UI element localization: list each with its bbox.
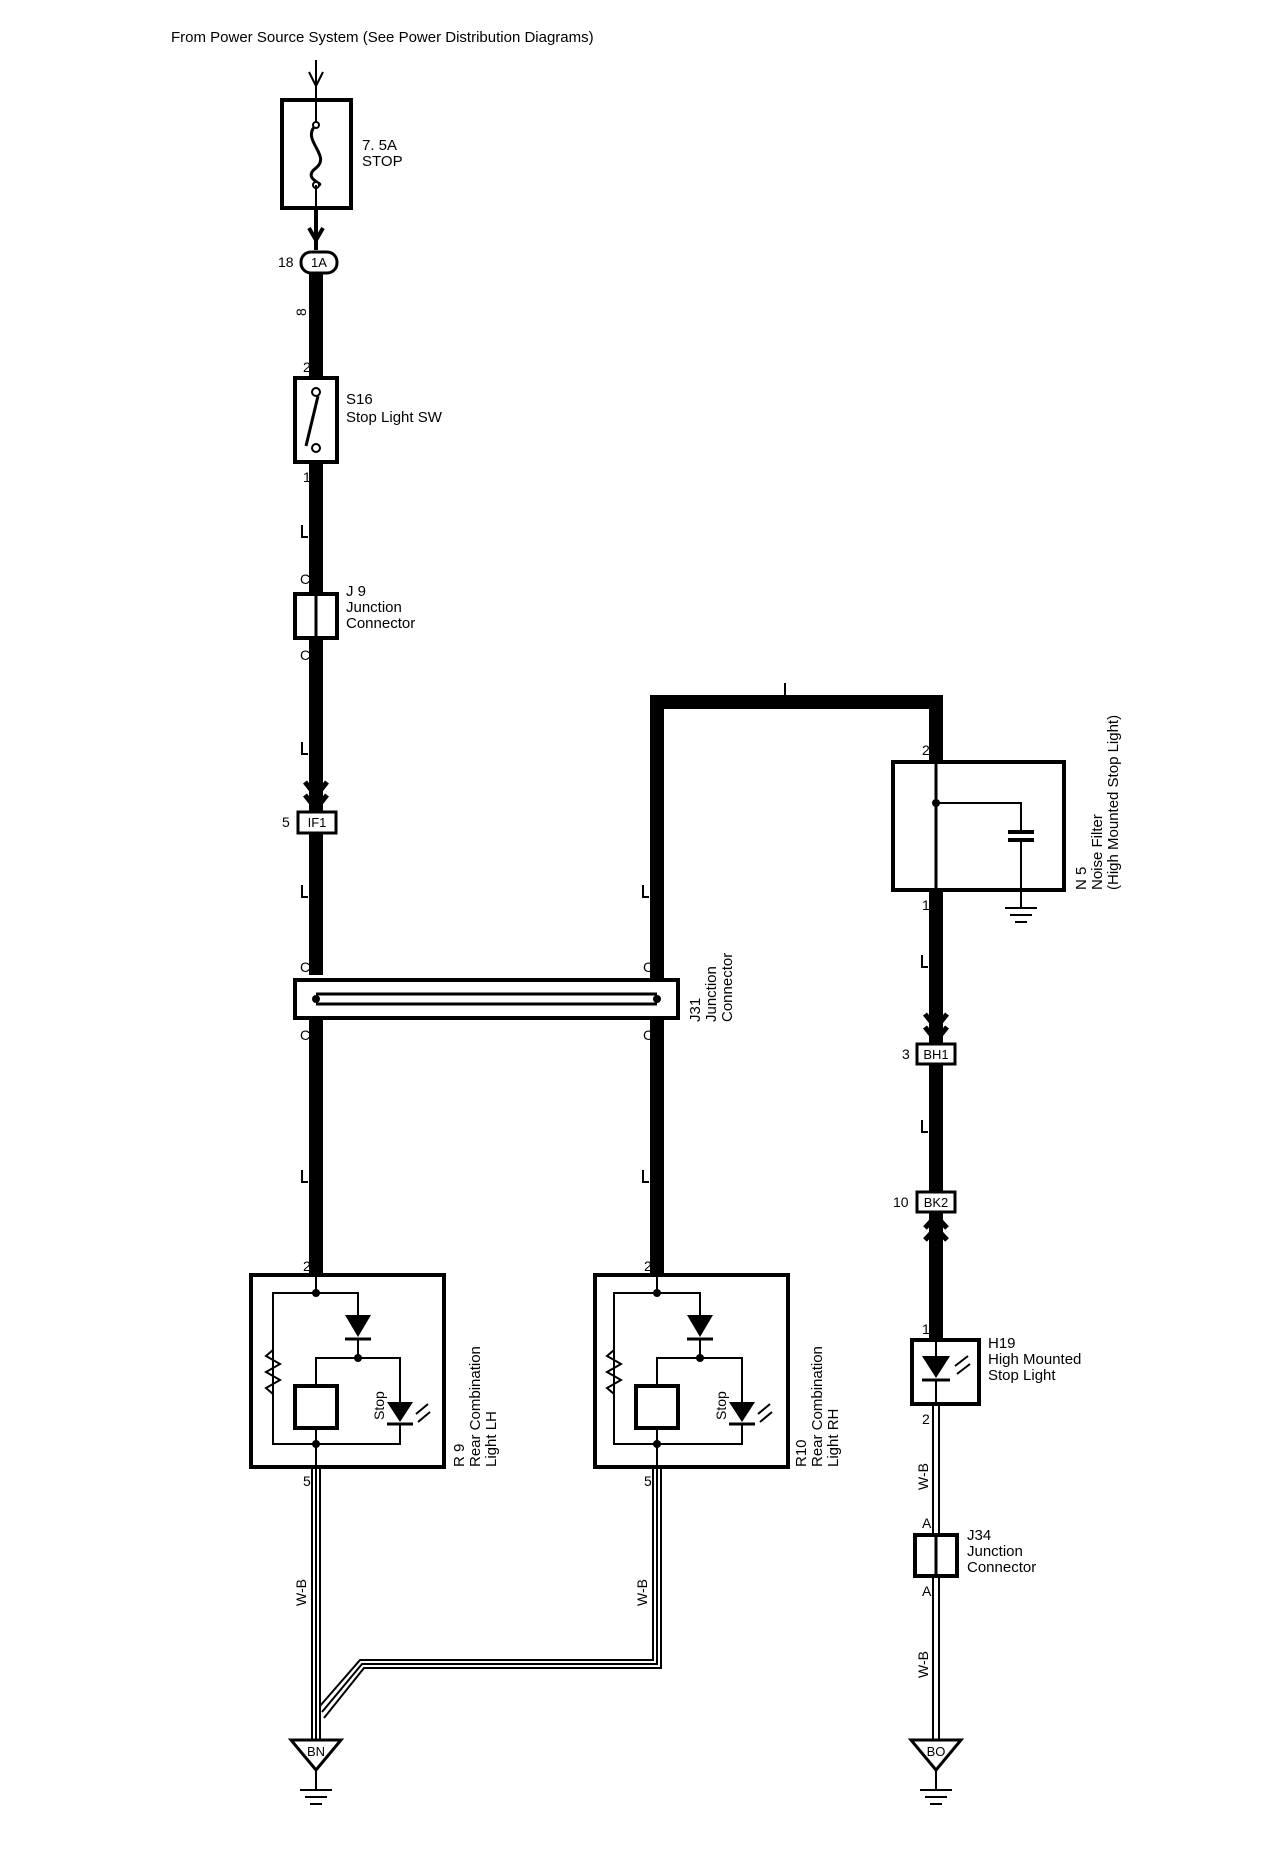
j9-line1: Junction <box>346 599 402 616</box>
j9-pin-bottom: C <box>300 647 310 663</box>
j9-id: J 9 <box>346 583 366 600</box>
connector-1a-code: 1A <box>311 255 327 270</box>
connector-if1-pin: 5 <box>282 814 290 830</box>
l-marks-left <box>301 525 308 1183</box>
fuse-stop <box>280 98 353 210</box>
l-marks-middle <box>642 885 649 1183</box>
fuse-rating: 7. 5A <box>362 137 397 154</box>
junction-connector-j34 <box>913 1533 959 1578</box>
connector-bk2: BK2 <box>915 1190 957 1214</box>
junction-connector-j9 <box>293 592 339 640</box>
rh-pin-in: 2 <box>644 1258 652 1274</box>
j9-line2: Connector <box>346 615 415 632</box>
filter-line1: Noise Filter <box>1089 814 1106 890</box>
junction-connector-j31 <box>293 978 680 1020</box>
arrow-bh1 <box>923 1012 949 1046</box>
j31-line1: Junction <box>703 966 720 1022</box>
wire-color-hm: W-B <box>915 1463 931 1490</box>
stop-light-switch <box>293 376 339 464</box>
j31-id: J31 <box>687 998 704 1022</box>
j34-id: J34 <box>967 1527 991 1544</box>
l-marks-right <box>921 955 928 1133</box>
arrow-bk2 <box>923 1212 949 1242</box>
j31-pin-left-top: C <box>300 959 310 975</box>
j31-pin-left-bottom: C <box>300 1027 310 1043</box>
connector-bk2-code: BK2 <box>924 1195 949 1210</box>
rh-pin-out: 5 <box>644 1473 652 1489</box>
connector-bh1-code: BH1 <box>923 1047 948 1062</box>
j31-line2: Connector <box>719 953 736 1022</box>
hm-pin-out: 2 <box>922 1411 930 1427</box>
sw-pin-in: 2 <box>303 359 311 375</box>
sw-name: Stop Light SW <box>346 409 443 426</box>
ground-bo: BO <box>907 1738 965 1805</box>
high-mounted-stop-light <box>910 1338 981 1406</box>
rh-line1: Rear Combination <box>809 1346 826 1467</box>
rh-line2: Light RH <box>825 1409 842 1467</box>
ground-bo-label: BO <box>927 1744 946 1759</box>
source-note: From Power Source System (See Power Dist… <box>171 29 594 46</box>
hm-line2: Stop Light <box>988 1367 1056 1384</box>
lh-line1: Rear Combination <box>467 1346 484 1467</box>
sw-pin-out: 1 <box>303 469 311 485</box>
wire-color-j34: W-B <box>915 1651 931 1678</box>
connector-1a-pin: 18 <box>278 254 294 270</box>
lh-id: R 9 <box>451 1444 468 1467</box>
connector-bh1: BH1 <box>915 1042 957 1066</box>
hm-line1: High Mounted <box>988 1351 1081 1368</box>
ground-wire-left <box>311 1467 662 1740</box>
rear-combination-light-lh <box>249 1273 446 1469</box>
incoming-arrow <box>308 60 324 100</box>
wire-color-rh: W-B <box>634 1579 650 1606</box>
hm-id: H19 <box>988 1335 1016 1352</box>
filter-pin-out: 1 <box>922 897 930 913</box>
j31-pin-right-bottom: C <box>643 1027 653 1043</box>
ground-wire-right <box>932 1404 940 1740</box>
arrow-1a <box>307 208 325 250</box>
filter-line2: (High Mounted Stop Light) <box>1105 715 1122 890</box>
hm-pin-in: 1 <box>922 1321 930 1337</box>
connector-bh1-pin: 3 <box>902 1046 910 1062</box>
connector-if1-code: IF1 <box>308 815 327 830</box>
lh-stop-label: Stop <box>371 1391 387 1420</box>
connector-bk2-pin: 10 <box>893 1194 909 1210</box>
filter-pin-in: 2 <box>922 742 930 758</box>
ground-bn-label: BN <box>307 1744 325 1759</box>
j34-line2: Connector <box>967 1559 1036 1576</box>
j34-pin-top: A <box>922 1515 932 1531</box>
j34-line1: Junction <box>967 1543 1023 1560</box>
noise-filter <box>891 760 1066 908</box>
wire-color-lh: W-B <box>293 1579 309 1606</box>
rear-combination-light-rh <box>593 1273 790 1469</box>
ground-bn: BN <box>287 1738 345 1805</box>
j9-pin-top: C <box>300 571 310 587</box>
wire-mark-8: 8 <box>293 308 309 316</box>
lh-line2: Light LH <box>483 1411 500 1467</box>
connector-if1: IF1 <box>296 810 338 835</box>
rh-stop-label: Stop <box>713 1391 729 1420</box>
filter-id: N 5 <box>1073 867 1090 890</box>
j34-pin-bottom: A <box>922 1583 932 1599</box>
rh-id: R10 <box>793 1439 810 1467</box>
lh-pin-out: 5 <box>303 1473 311 1489</box>
j31-pin-right-top: C <box>643 959 653 975</box>
connector-1a: 1A <box>299 250 339 275</box>
ground-icon-filter <box>1005 907 1037 923</box>
fuse-name: STOP <box>362 153 403 170</box>
sw-id: S16 <box>346 391 373 408</box>
arrow-if1 <box>303 780 329 814</box>
lh-pin-in: 2 <box>303 1258 311 1274</box>
